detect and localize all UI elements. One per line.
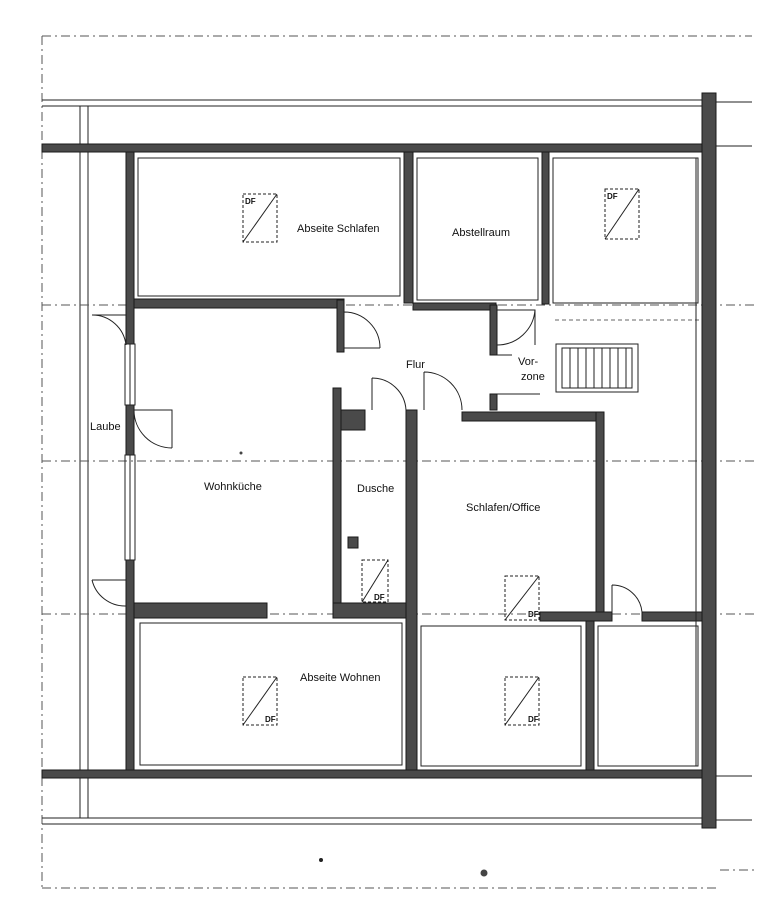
skylight-label: DF — [265, 715, 276, 724]
room-label-abseite-wohnen: Abseite Wohnen — [300, 672, 381, 684]
room-label-vorzone-2: zone — [521, 371, 545, 383]
skylight-label: DF — [374, 593, 385, 602]
skylight-dusche: DF — [361, 559, 389, 603]
skylight-schlafen: DF — [504, 575, 540, 621]
skylight-label: DF — [607, 192, 618, 201]
roof-grid-lines — [42, 304, 755, 615]
interior-lines — [137, 157, 699, 767]
room-label-abseite-schlafen: Abseite Schlafen — [297, 223, 380, 235]
room-label-wohnkueche: Wohnküche — [204, 481, 262, 493]
staircase — [555, 343, 639, 393]
laube-outline — [79, 106, 89, 818]
skylight-label: DF — [528, 610, 539, 619]
skylight-label: DF — [245, 197, 256, 206]
room-label-abstellraum: Abstellraum — [452, 227, 510, 239]
skylight-label: DF — [528, 715, 539, 724]
eaves-top — [42, 99, 752, 147]
room-label-vorzone-1: Vor- — [518, 356, 539, 368]
skylight-abseite-schlafen: DF — [242, 193, 278, 243]
ink-dot — [239, 451, 243, 455]
windows — [124, 343, 136, 561]
skylight-right-upper: DF — [604, 188, 640, 240]
ink-dot — [480, 869, 488, 877]
room-label-flur: Flur — [406, 359, 425, 371]
room-label-dusche: Dusche — [357, 483, 394, 495]
skylight-abseite-wohnen: DF — [242, 676, 278, 726]
room-label-schlafen-office: Schlafen/Office — [466, 502, 540, 514]
walls — [41, 92, 717, 829]
room-label-laube: Laube — [90, 421, 121, 433]
skylight-abseite-mid: DF — [504, 676, 540, 726]
eaves-bottom — [42, 775, 752, 825]
doors — [91, 309, 643, 613]
ink-dot — [319, 858, 323, 862]
property-boundary — [41, 35, 755, 889]
